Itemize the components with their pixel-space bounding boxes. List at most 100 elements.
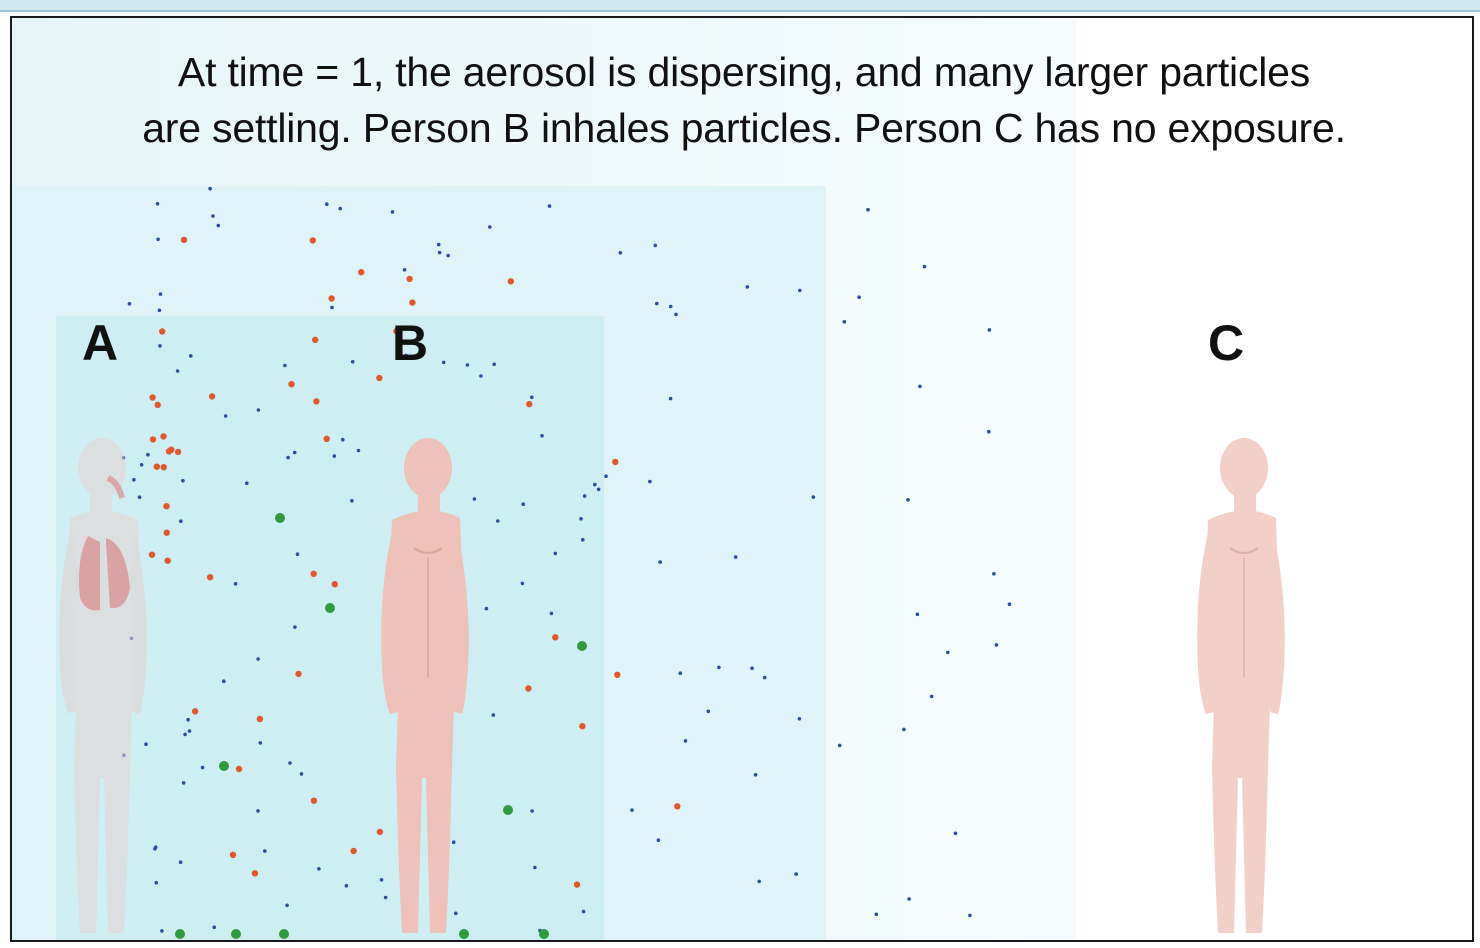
small-particle (734, 555, 738, 559)
small-particle (492, 363, 496, 367)
person-c-label: C (1208, 314, 1244, 372)
small-particle (437, 243, 441, 247)
medium-particle (508, 278, 514, 284)
medium-particle (350, 848, 356, 854)
small-particle (838, 744, 842, 748)
small-particle (593, 483, 597, 487)
small-particle (438, 251, 442, 255)
small-particle (582, 910, 586, 914)
small-particle (317, 867, 321, 871)
small-particle (583, 494, 587, 498)
medium-particle (313, 398, 319, 404)
medium-particle (161, 464, 167, 470)
small-particle (176, 369, 180, 373)
small-particle (333, 454, 337, 458)
small-particle (338, 207, 342, 211)
small-particle (794, 872, 798, 876)
medium-particle (166, 448, 172, 454)
small-particle (930, 695, 934, 699)
medium-particle (164, 530, 170, 536)
small-particle (186, 718, 190, 722)
medium-particle (376, 375, 382, 381)
medium-particle (209, 393, 215, 399)
medium-particle (165, 558, 171, 564)
small-particle (648, 480, 652, 484)
small-particle (288, 761, 292, 765)
small-particle (350, 499, 354, 503)
small-particle (866, 208, 870, 212)
small-particle (479, 374, 483, 378)
small-particle (466, 363, 470, 367)
medium-particle (614, 672, 620, 678)
small-particle (918, 385, 922, 389)
small-particle (754, 773, 758, 777)
large-particle (539, 929, 549, 939)
small-particle (548, 204, 552, 208)
small-particle (812, 495, 816, 499)
small-particle (158, 344, 162, 348)
small-particle (283, 364, 287, 368)
medium-particle (526, 401, 532, 407)
small-particle (995, 643, 999, 647)
small-particle (285, 904, 289, 908)
small-particle (530, 809, 534, 813)
person-b-figure (374, 438, 484, 942)
small-particle (211, 214, 215, 218)
small-particle (391, 210, 395, 214)
small-particle (619, 251, 623, 255)
small-particle (345, 884, 349, 888)
top-strip (0, 0, 1480, 12)
small-particle (554, 552, 558, 556)
medium-particle (406, 276, 412, 282)
small-particle (179, 860, 183, 864)
small-particle (341, 438, 345, 442)
small-particle (679, 671, 683, 675)
small-particle (181, 479, 185, 483)
medium-particle (674, 803, 680, 809)
medium-particle (149, 394, 155, 400)
small-particle (597, 488, 601, 492)
small-particle (798, 289, 802, 293)
small-particle (217, 224, 221, 228)
medium-particle (579, 723, 585, 729)
small-particle (189, 354, 193, 358)
small-particle (485, 607, 489, 611)
small-particle (357, 449, 361, 453)
small-particle (293, 625, 297, 629)
small-particle (183, 733, 187, 737)
medium-particle (612, 459, 618, 465)
small-particle (654, 244, 658, 248)
small-particle (188, 729, 192, 733)
small-particle (550, 612, 554, 616)
medium-particle (181, 237, 187, 243)
small-particle (182, 781, 186, 785)
medium-particle (236, 766, 242, 772)
small-particle (330, 306, 334, 310)
small-particle (843, 320, 847, 324)
person-b-label: B (392, 314, 428, 372)
small-particle (992, 572, 996, 576)
large-particle (275, 513, 285, 523)
small-particle (245, 481, 249, 485)
small-particle (907, 897, 911, 901)
medium-particle (358, 269, 364, 275)
small-particle (212, 925, 216, 929)
small-particle (902, 728, 906, 732)
small-particle (658, 560, 662, 564)
large-particle (175, 929, 185, 939)
small-particle (263, 849, 267, 853)
small-particle (581, 538, 585, 542)
small-particle (669, 397, 673, 401)
small-particle (604, 474, 608, 478)
small-particle (757, 880, 761, 884)
small-particle (201, 766, 205, 770)
person-a-figure (46, 438, 156, 942)
small-particle (158, 309, 162, 313)
small-particle (300, 772, 304, 776)
medium-particle (552, 634, 558, 640)
small-particle (496, 519, 500, 523)
small-particle (746, 285, 750, 289)
medium-particle (324, 436, 330, 442)
small-particle (669, 305, 673, 309)
small-particle (256, 657, 260, 661)
